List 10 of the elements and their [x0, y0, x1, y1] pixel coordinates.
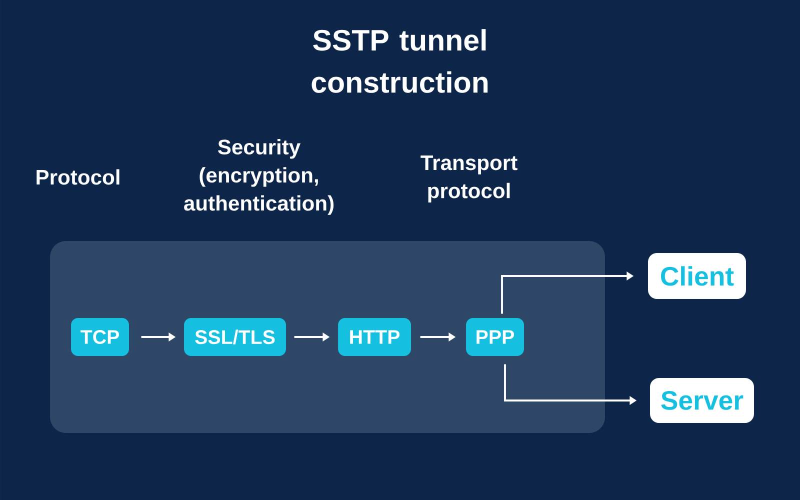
endpoint-box: Server [650, 378, 754, 423]
column-heading: Transport protocol [420, 156, 518, 202]
endpoint-box: Client [648, 253, 746, 299]
title: SSTP tunnel construction [312, 29, 488, 93]
column-heading: Security (encryption, authentication) [184, 139, 334, 215]
process-box: PPP [466, 318, 524, 356]
process-box: SSL/TLS [184, 318, 286, 356]
process-box: TCP [71, 318, 129, 356]
column-heading: Protocol [36, 169, 120, 185]
process-box: HTTP [338, 318, 412, 356]
